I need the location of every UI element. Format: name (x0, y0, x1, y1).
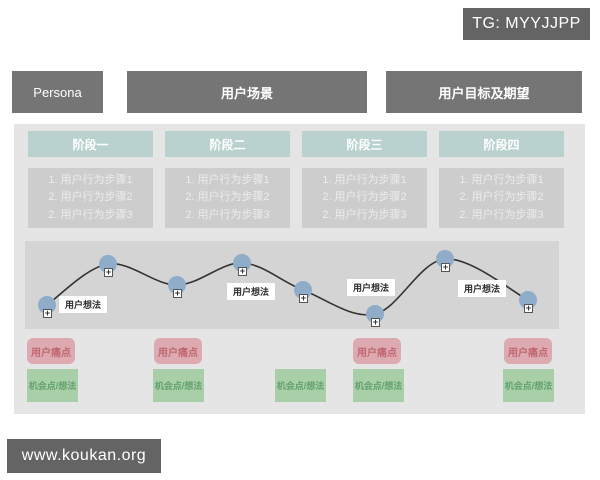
stage-header-4: 阶段四 (439, 131, 564, 157)
expand-plus-icon-4[interactable]: + (238, 266, 247, 276)
expand-plus-icon-7[interactable]: + (441, 262, 450, 272)
stage-header-2: 阶段二 (165, 131, 290, 157)
user-thought-label-1: 用户想法 (59, 296, 107, 313)
user-scenario-label: 用户场景 (220, 85, 273, 101)
watermark-top-label: TG: MYYJJPP (472, 15, 581, 32)
behavior-step-line: 1. 用户行为步骤1 (459, 173, 544, 186)
user-thought-label-2: 用户想法 (227, 283, 275, 300)
user-thought-label-3: 用户想法 (347, 279, 395, 296)
pain-point-box-4: 用户痛点 (504, 338, 552, 364)
pain-point-box-1: 用户痛点 (27, 338, 75, 364)
behavior-steps-box-4: 1. 用户行为步骤1 2. 用户行为步骤2 2. 用户行为步骤3 (439, 168, 564, 228)
stage-header-3: 阶段三 (302, 131, 427, 157)
behavior-step-line: 1. 用户行为步骤1 (48, 173, 133, 186)
opportunity-box-1: 机会点/想法 (27, 369, 78, 402)
behavior-step-line: 2. 用户行为步骤3 (48, 208, 133, 221)
behavior-step-line: 2. 用户行为步骤2 (48, 191, 133, 204)
expand-plus-icon-5[interactable]: + (299, 293, 308, 303)
behavior-step-line: 2. 用户行为步骤2 (185, 191, 270, 204)
expand-plus-icon-2[interactable]: + (104, 267, 113, 277)
emotion-curve-area: ++++++++用户想法用户想法用户想法用户想法 (25, 241, 559, 329)
pain-point-box-3: 用户痛点 (353, 338, 401, 364)
user-goals-label: 用户目标及期望 (438, 85, 530, 101)
opportunity-box-3: 机会点/想法 (275, 369, 326, 402)
behavior-step-line: 2. 用户行为步骤3 (322, 208, 407, 221)
expand-plus-icon-6[interactable]: + (371, 317, 380, 327)
behavior-steps-box-3: 1. 用户行为步骤1 2. 用户行为步骤2 2. 用户行为步骤3 (302, 168, 427, 228)
behavior-step-line: 2. 用户行为步骤3 (459, 208, 544, 221)
expand-plus-icon-8[interactable]: + (524, 303, 533, 313)
journey-map-panel: 阶段一 1. 用户行为步骤1 2. 用户行为步骤2 2. 用户行为步骤3 阶段二 1. 用… (14, 124, 585, 414)
expand-plus-icon-1[interactable]: + (43, 308, 52, 318)
behavior-step-line: 1. 用户行为步骤1 (322, 173, 407, 186)
persona-header: Persona (12, 71, 103, 113)
behavior-step-line: 2. 用户行为步骤2 (322, 191, 407, 204)
stage-header-1: 阶段一 (28, 131, 153, 157)
pain-point-box-2: 用户痛点 (154, 338, 202, 364)
behavior-step-line: 2. 用户行为步骤3 (185, 208, 270, 221)
expand-plus-icon-3[interactable]: + (173, 288, 182, 298)
user-scenario-header: 用户场景 (127, 71, 367, 113)
behavior-step-line: 1. 用户行为步骤1 (185, 173, 270, 186)
emotion-curve-line (46, 258, 529, 316)
behavior-steps-box-1: 1. 用户行为步骤1 2. 用户行为步骤2 2. 用户行为步骤3 (28, 168, 153, 228)
watermark-bottom-label: www.koukan.org (21, 447, 147, 464)
user-thought-label-4: 用户想法 (458, 280, 506, 297)
user-goals-header: 用户目标及期望 (386, 71, 582, 113)
behavior-steps-box-2: 1. 用户行为步骤1 2. 用户行为步骤2 2. 用户行为步骤3 (165, 168, 290, 228)
opportunity-box-4: 机会点/想法 (353, 369, 404, 402)
watermark-bottom: www.koukan.org (7, 439, 161, 473)
persona-header-label: Persona (33, 84, 82, 100)
opportunity-box-5: 机会点/想法 (503, 369, 554, 402)
behavior-step-line: 2. 用户行为步骤2 (459, 191, 544, 204)
opportunity-box-2: 机会点/想法 (153, 369, 204, 402)
watermark-top: TG: MYYJJPP (463, 8, 590, 40)
